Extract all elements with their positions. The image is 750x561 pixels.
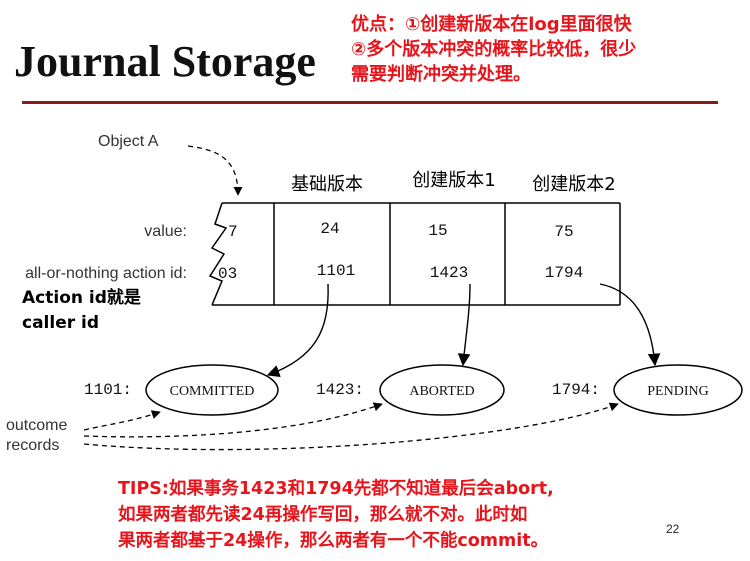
outcome-aborted-ellipse	[379, 364, 505, 416]
slide-title: Journal Storage	[14, 37, 316, 86]
title-underline	[22, 101, 718, 104]
outcome-records-label-line-1: outcome	[6, 417, 67, 434]
outcome-aborted-label: ABORTED	[409, 384, 474, 399]
outcome-id-1794: 1794:	[552, 381, 600, 399]
caller-id-note: Action id就是 caller id	[22, 286, 141, 336]
arrow-to-aborted	[457, 283, 471, 367]
table-broken-edge	[208, 202, 228, 306]
advantages-line-2: ②多个版本冲突的概率比较低，很少	[351, 39, 637, 60]
tips-line-1: TIPS:如果事务1423和1794先都不知道最后会abort,	[118, 479, 554, 499]
outcome-id-1101: 1101:	[84, 381, 132, 399]
advantages-line-1: 优点：①创建新版本在log里面很快	[351, 14, 632, 35]
tips-line-3: 果两者都基于24操作，那么两者有一个不能commit。	[118, 531, 549, 551]
advantages-note: 优点：①创建新版本在log里面很快 ②多个版本冲突的概率比较低，很少 需要判断冲…	[351, 12, 636, 87]
object-pointer-arrow	[187, 145, 243, 196]
column-header-base-version: 基础版本	[291, 174, 363, 195]
cell-action-id-base: 1101	[317, 262, 355, 280]
outcome-committed-ellipse	[145, 364, 279, 416]
dashed-arrow-to-pending	[83, 402, 619, 451]
row-label-value: value:	[144, 223, 187, 240]
column-header-version-2: 创建版本2	[532, 174, 615, 195]
column-header-version-1: 创建版本1	[412, 170, 495, 191]
first-cell-value: 7	[228, 223, 238, 241]
advantages-line-3: 需要判断冲突并处理。	[351, 64, 531, 85]
cell-action-id-version-2: 1794	[545, 264, 583, 282]
outcome-id-1423: 1423:	[316, 381, 364, 399]
arrow-to-committed	[266, 283, 329, 378]
object-label: Object A	[98, 133, 159, 150]
outcome-pending-ellipse	[613, 364, 743, 416]
cell-value-base: 24	[320, 220, 339, 238]
cell-value-version-2: 75	[554, 223, 573, 241]
outcome-committed-label: COMMITTED	[170, 384, 255, 399]
dashed-arrow-to-aborted	[83, 402, 383, 438]
cell-value-version-1: 15	[428, 222, 447, 240]
outcome-pending-label: PENDING	[647, 384, 708, 399]
arrow-to-pending	[599, 283, 661, 367]
first-cell-action-id: 03	[218, 265, 237, 283]
caller-id-note-line-2: caller id	[22, 313, 100, 333]
cell-action-id-version-1: 1423	[430, 264, 468, 282]
tips-note: TIPS:如果事务1423和1794先都不知道最后会abort, 如果两者都先读…	[118, 476, 554, 554]
tips-line-2: 如果两者都先读24再操作写回，那么就不对。此时如	[118, 505, 528, 525]
caller-id-note-line-1: Action id就是	[22, 288, 141, 308]
outcome-records-label-line-2: records	[6, 437, 59, 454]
dashed-arrow-to-committed	[83, 410, 161, 431]
page-number: 22	[666, 522, 680, 536]
row-label-action-id: all-or-nothing action id:	[25, 265, 187, 282]
